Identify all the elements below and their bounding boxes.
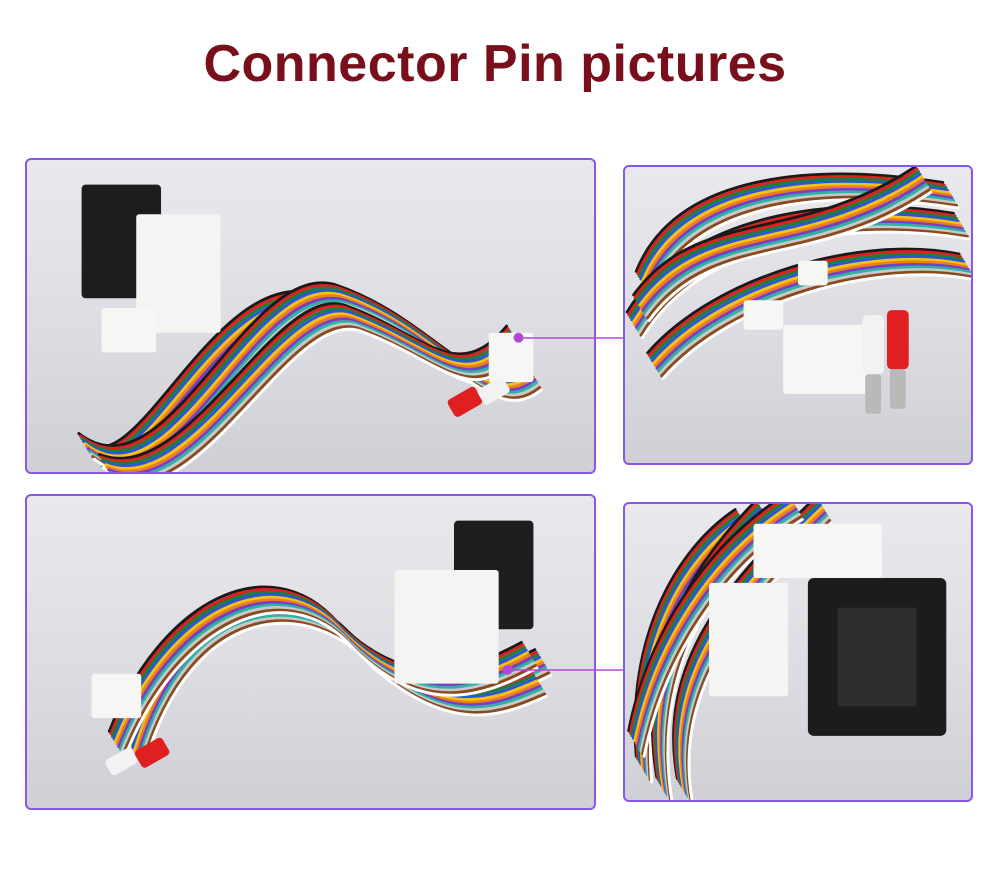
rca-plug-red (134, 737, 170, 768)
wire (170, 327, 524, 472)
rca-plug-white (477, 377, 510, 405)
wire-bundle (625, 167, 971, 380)
white-connector-block (394, 570, 499, 684)
callout-dot (502, 664, 513, 675)
harness-overview-photo-bottom (25, 494, 596, 810)
connector-detail-photo-bottom (623, 502, 973, 802)
rca-plug-white-tip (865, 374, 882, 414)
connector-detail-illustration (627, 504, 947, 800)
rca-plug-red (447, 386, 483, 417)
wire (641, 180, 927, 312)
white-connector-right (488, 332, 534, 383)
wire (632, 167, 917, 297)
rca-plug-red (886, 310, 909, 370)
wire (660, 270, 971, 378)
wire (644, 185, 930, 317)
white-connector-block (136, 214, 221, 333)
wire (636, 172, 922, 305)
wire (105, 315, 516, 472)
harness-overview-photo-top (25, 158, 596, 474)
wire (627, 504, 775, 733)
wire (638, 175, 924, 307)
rca-plug-white (105, 747, 138, 776)
black-connector-pin-area (837, 607, 917, 707)
harness-overview-illustration (91, 520, 552, 776)
wire (164, 325, 523, 472)
wire (661, 273, 971, 380)
wire (123, 611, 539, 759)
callout-dot (513, 332, 524, 343)
wire (634, 172, 945, 273)
rca-plug-white (862, 315, 885, 375)
white-connector-small (101, 308, 157, 353)
wire (108, 320, 519, 472)
white-small-connector (743, 300, 784, 330)
wire (101, 307, 512, 465)
white-pin-connector (709, 582, 789, 697)
connector-detail-photo-top (623, 165, 973, 465)
connector-detail-illustration (625, 167, 971, 414)
wire (642, 183, 928, 315)
harness-overview-illustration (77, 184, 543, 472)
wire (646, 188, 931, 320)
wire (639, 177, 925, 310)
wire (647, 190, 933, 323)
wire (97, 302, 509, 460)
wire (628, 504, 780, 735)
wire (635, 170, 920, 302)
wire (631, 504, 791, 740)
rca-plug-red-tip (889, 369, 906, 409)
wire (156, 322, 521, 472)
wire (658, 268, 971, 375)
wire (646, 247, 961, 355)
white-multi-pin-connector (783, 324, 873, 394)
white-mini-connector (798, 260, 828, 286)
wire-bundle (77, 281, 543, 472)
wire (647, 250, 963, 357)
wire (99, 304, 510, 463)
white-connector-left (91, 673, 142, 719)
wire (107, 317, 518, 472)
white-wide-connector (753, 523, 883, 578)
wire (102, 310, 513, 468)
wire (630, 504, 785, 738)
wire (649, 252, 964, 360)
page-title: Connector Pin pictures (203, 35, 787, 93)
wire (633, 167, 919, 299)
wire (104, 312, 515, 470)
